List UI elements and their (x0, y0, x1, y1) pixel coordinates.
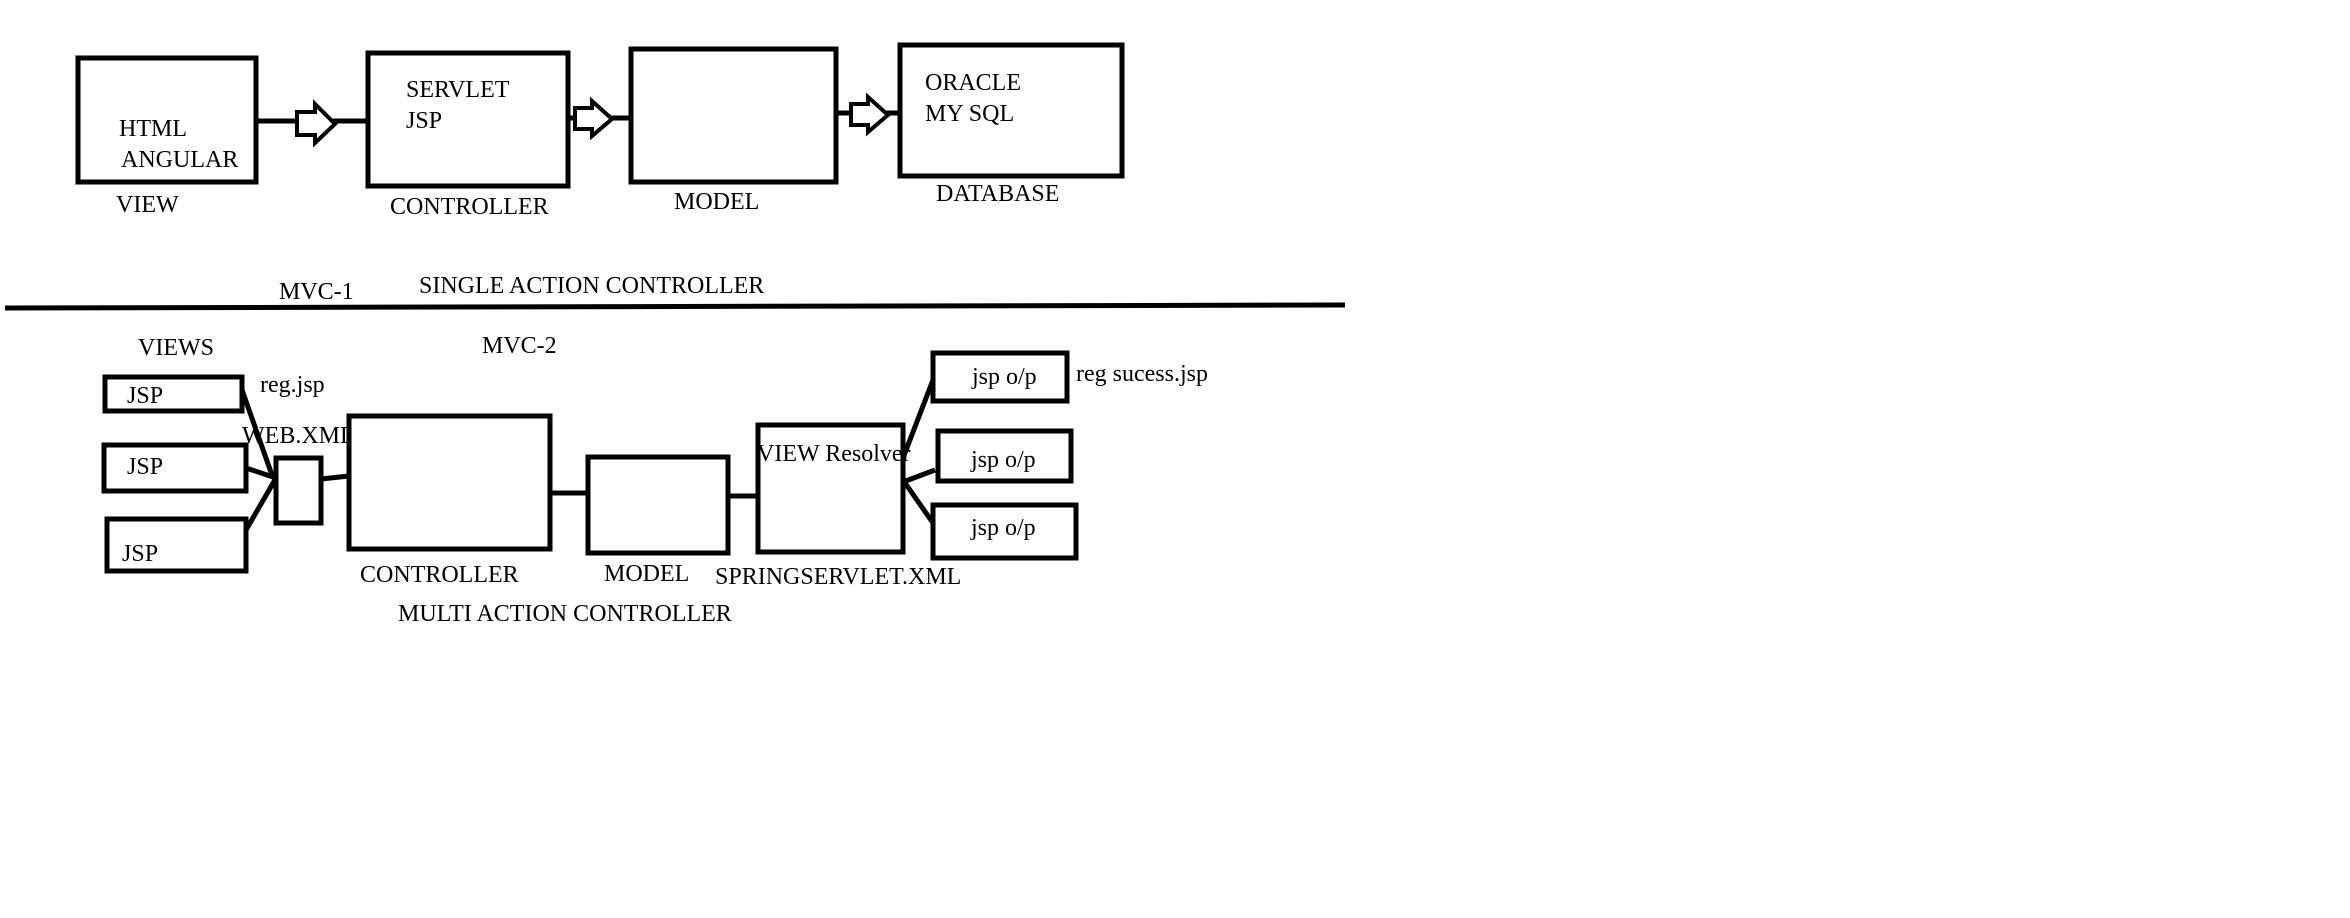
mvc2-controller-caption: CONTROLLER (360, 562, 519, 588)
mvc2-connector-output-2 (902, 467, 936, 485)
mvc2-springservlet-xml: SPRINGSERVLET.XML (715, 564, 961, 590)
mvc2-model-box (585, 454, 731, 556)
mvc2-view-resolver-label: VIEW Resolver (757, 441, 911, 467)
mvc1-arrow-view-controller (257, 99, 366, 148)
mvc2-connector-webxml-controller (320, 473, 350, 482)
mvc2-controller-box (346, 413, 553, 552)
mvc1-controller-caption: CONTROLLER (390, 194, 549, 220)
mvc1-model-box (628, 46, 839, 185)
mvc2-views-caption: VIEWS (138, 335, 214, 361)
mvc1-database-line2: MY SQL (925, 101, 1014, 127)
mvc1-controller-line2: JSP (406, 108, 442, 134)
mvc2-output-label-3: jsp o/p (970, 515, 1036, 541)
mvc2-output-box-3 (930, 502, 1079, 561)
mvc1-database-line1: ORACLE (925, 70, 1021, 96)
mvc1-view-caption: VIEW (116, 192, 179, 218)
mvc2-webxml-label: WEB.XML (242, 423, 355, 449)
mvc2-reg-success: reg sucess.jsp (1076, 361, 1208, 387)
mvc2-jsp-box-2 (101, 442, 249, 494)
mvc1-title: MVC-1 (279, 279, 354, 305)
mvc2-output-label-1: jsp o/p (971, 364, 1037, 390)
mvc1-view-line1: HTML (119, 116, 187, 142)
mvc1-arrow-model-database (837, 92, 898, 137)
mvc2-jsp-label-1: JSP (127, 383, 163, 409)
mvc1-controller-line1: SERVLET (406, 77, 510, 103)
mvc2-multi-action: MULTI ACTION CONTROLLER (398, 601, 732, 627)
mvc2-jsp-label-3: JSP (122, 541, 158, 567)
mvc2-reg-jsp: reg.jsp (260, 372, 325, 398)
mvc1-subtitle: SINGLE ACTION CONTROLLER (419, 273, 764, 299)
mvc2-connector-output-3 (900, 478, 936, 525)
mvc2-connector-jsp2 (245, 465, 277, 481)
mvc1-database-box (897, 42, 1125, 179)
mvc1-controller-box (365, 50, 571, 189)
mvc2-connector-jsp1 (239, 389, 276, 479)
mvc1-view-box (75, 55, 259, 185)
mvc2-webxml-box (273, 455, 324, 526)
mvc1-database-caption: DATABASE (936, 181, 1059, 207)
mvc2-output-label-2: jsp o/p (970, 447, 1036, 473)
mvc2-model-caption: MODEL (604, 561, 689, 587)
mvc2-connector-jsp3 (243, 476, 279, 532)
mvc2-title: MVC-2 (482, 333, 557, 359)
mvc2-output-box-1 (930, 350, 1070, 404)
mvc2-view-resolver-box (755, 422, 906, 555)
mvc1-model-caption: MODEL (674, 189, 759, 215)
mvc2-jsp-box-1 (102, 374, 245, 414)
mvc1-arrow-controller-model (569, 96, 632, 141)
mvc2-jsp-label-2: JSP (127, 454, 163, 480)
section-divider (4, 302, 1346, 311)
mvc2-jsp-box-3 (104, 516, 249, 574)
mvc2-output-box-2 (935, 428, 1074, 484)
mvc2-connector-output-1 (900, 379, 936, 459)
mvc1-view-line2: ANGULAR (121, 147, 238, 173)
